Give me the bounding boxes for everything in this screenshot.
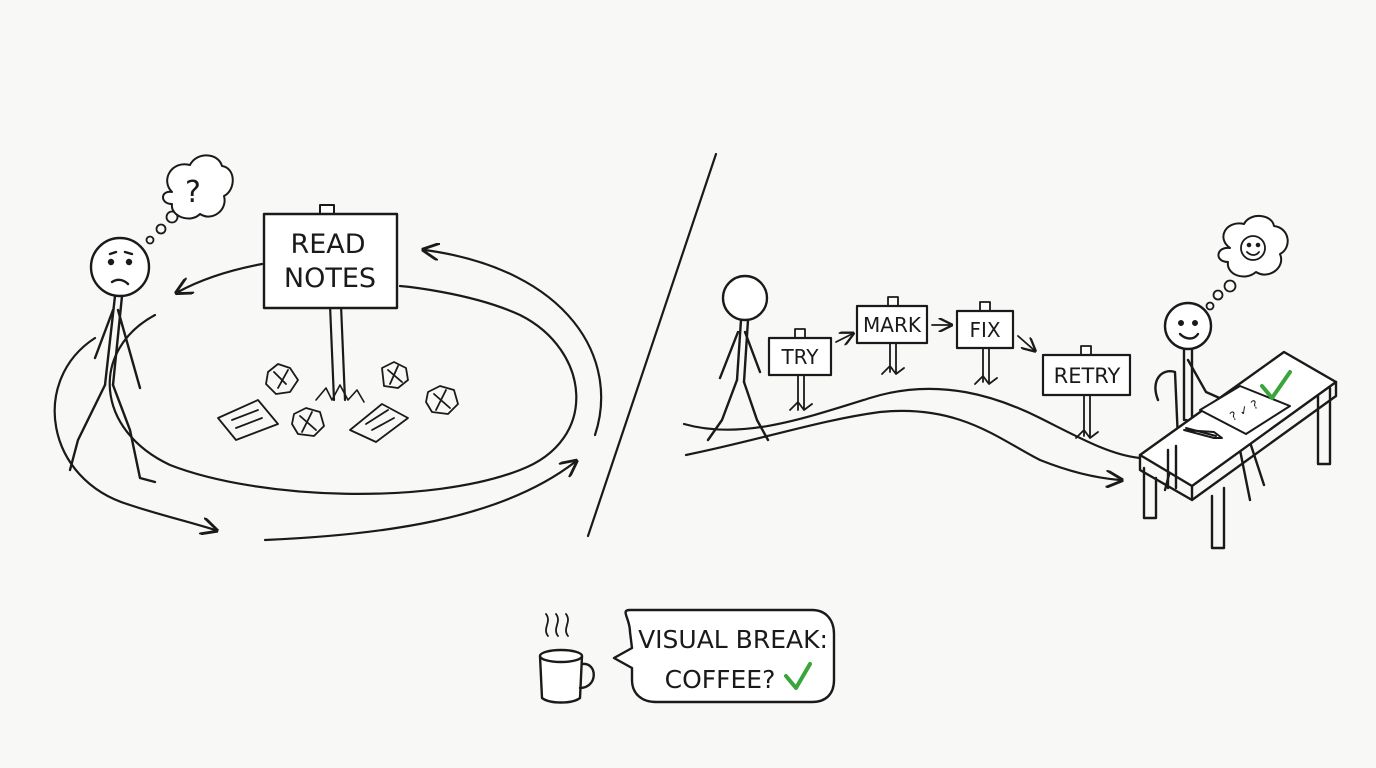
break-line-2: COFFEE? <box>665 665 776 694</box>
outer-loop-track-right <box>425 250 603 437</box>
sign-try-label: TRY <box>780 345 819 369</box>
outer-loop-track-top <box>178 262 264 292</box>
right-scene: TRY MARK FIX RETRY <box>682 215 1338 550</box>
sign-mark-label: MARK <box>863 313 922 337</box>
question-mark-icon: ? <box>185 175 201 210</box>
green-check-icon <box>1260 370 1292 400</box>
sign-mark: MARK <box>855 296 929 375</box>
sign-line-2: NOTES <box>284 263 376 294</box>
sign-retry: RETRY <box>1041 345 1132 439</box>
sign-retry-label: RETRY <box>1054 364 1121 388</box>
question-thought-bubble: ? <box>145 154 234 245</box>
read-notes-sign: READ NOTES <box>262 204 399 403</box>
inner-loop-track <box>108 284 578 495</box>
happy-thought-bubble <box>1205 215 1289 311</box>
walking-stick-figure <box>706 274 770 442</box>
outer-loop-track-bottom <box>263 462 575 542</box>
confused-stick-figure <box>68 236 157 484</box>
scene-divider <box>586 152 718 538</box>
smiley-face-icon <box>1240 235 1266 261</box>
left-scene: READ NOTES ? <box>53 154 603 542</box>
break-line-1: VISUAL BREAK: <box>638 625 828 654</box>
sign-fix: FIX <box>955 301 1015 385</box>
paper-on-desk: ? ✓ ? <box>1199 385 1291 435</box>
desk <box>1138 350 1338 550</box>
visual-break: VISUAL BREAK: COFFEE? <box>538 608 836 704</box>
crumpled-papers <box>217 361 459 443</box>
sign-fix-label: FIX <box>969 318 1000 342</box>
pencil-icon <box>1183 427 1223 439</box>
sign-try: TRY <box>767 328 833 411</box>
outer-loop-track <box>53 336 215 530</box>
path-upper-edge <box>682 387 1142 460</box>
arrow-fix-to-retry <box>1017 335 1034 350</box>
break-speech-bubble: VISUAL BREAK: COFFEE? <box>612 608 836 704</box>
path-lower-edge <box>684 409 1120 480</box>
coffee-mug-icon <box>538 613 595 704</box>
arrow-try-to-mark <box>835 334 852 342</box>
break-check-icon <box>784 662 812 690</box>
sign-line-1: READ <box>290 229 365 260</box>
